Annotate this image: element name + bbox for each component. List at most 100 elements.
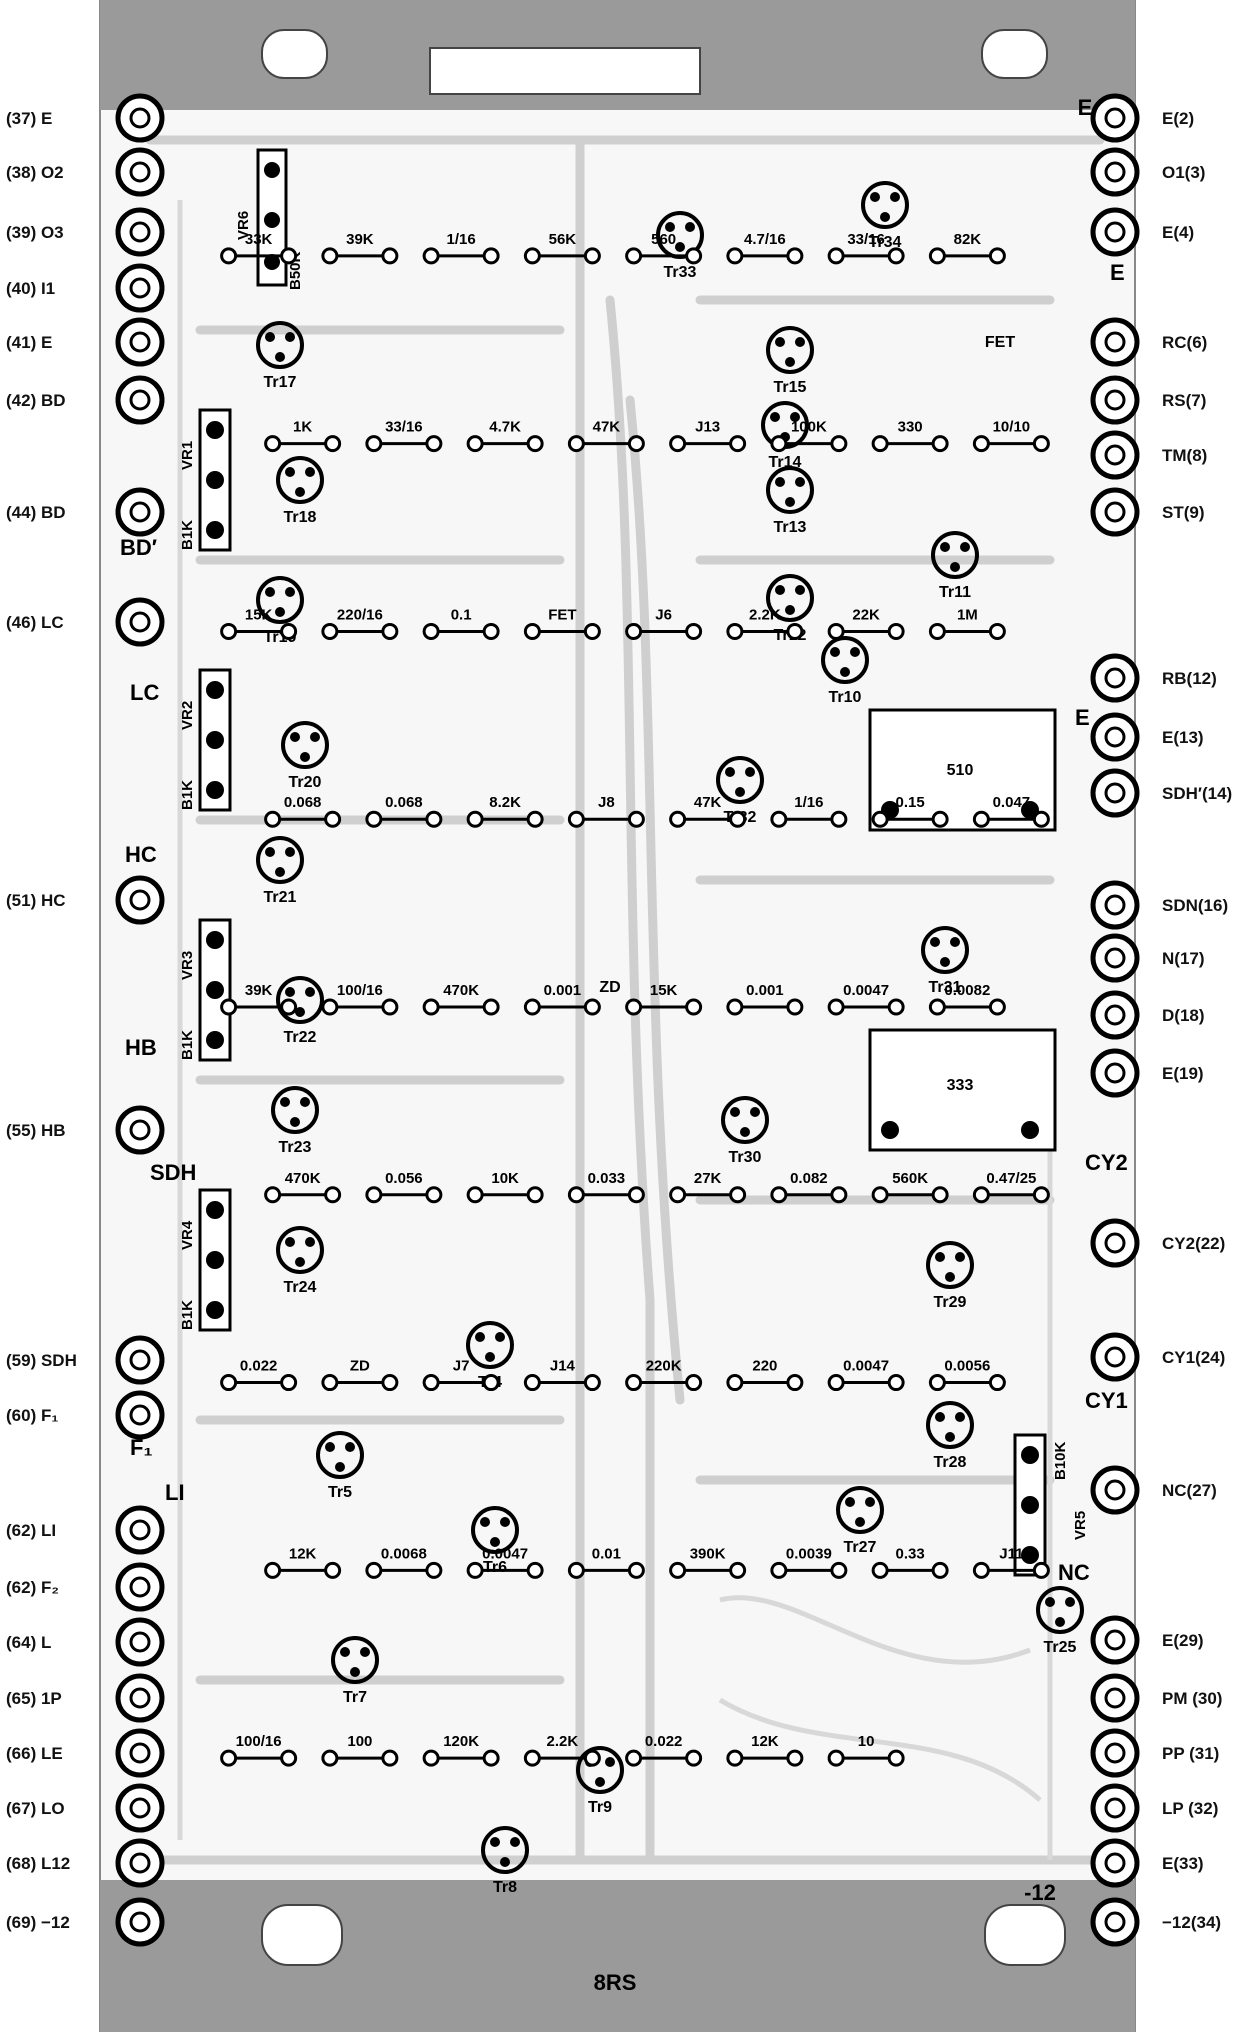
component: 0.068 xyxy=(264,794,342,828)
right-pin-hole xyxy=(1104,1346,1126,1368)
left-pin-label: (42) BD xyxy=(6,391,66,410)
left-pin-label: (38) O2 xyxy=(6,163,64,182)
component-pad xyxy=(567,1186,585,1204)
right-pin-label: E(2) xyxy=(1162,109,1194,128)
component-value: 0.082 xyxy=(790,1170,828,1187)
right-pin: CY2(22) xyxy=(1090,1218,1225,1268)
left-pin-hole xyxy=(129,161,151,183)
component-pad xyxy=(567,1561,585,1579)
component-value: 0.1 xyxy=(451,606,472,623)
right-pin-label: E(13) xyxy=(1162,728,1204,747)
transistor-lead xyxy=(785,497,795,507)
left-pin-hole xyxy=(129,1687,151,1709)
right-pin: E(4) xyxy=(1090,207,1194,257)
component: 0.33 xyxy=(871,1545,949,1579)
right-pin-hole xyxy=(1104,1479,1126,1501)
component: 2.2K xyxy=(523,1733,601,1767)
component: 0.001 xyxy=(523,982,601,1016)
transistor-body xyxy=(256,321,304,369)
left-pin: (39) O3 xyxy=(6,207,165,257)
transistor-lead xyxy=(945,1432,955,1442)
component: 15K xyxy=(220,606,298,640)
right-pin: E(13) xyxy=(1090,712,1204,762)
transistor-body xyxy=(271,1086,319,1134)
component-pad xyxy=(625,247,643,265)
transistor: Tr25 xyxy=(1036,1586,1084,1656)
component-value: 0.001 xyxy=(544,982,582,999)
component-pad xyxy=(770,810,788,828)
component-value: 15K xyxy=(245,606,273,623)
transistor-lead xyxy=(290,1117,300,1127)
component: J11 xyxy=(972,1545,1050,1579)
transistor-lead xyxy=(960,542,970,552)
right-pin-label: PM (30) xyxy=(1162,1689,1222,1708)
transistor-lead xyxy=(890,192,900,202)
component-pad xyxy=(931,1561,949,1579)
transistor-lead xyxy=(775,477,785,487)
component-pad xyxy=(726,998,744,1016)
transistor-lead xyxy=(795,337,805,347)
component: 120K xyxy=(422,1733,500,1767)
component-value: 82K xyxy=(954,231,982,248)
transistor: ZD xyxy=(599,979,620,996)
component-pad xyxy=(425,1186,443,1204)
component-pad xyxy=(567,435,585,453)
component-pad xyxy=(972,810,990,828)
component-value: 2.2K xyxy=(547,1733,579,1750)
component: 390K xyxy=(669,1545,747,1579)
component: 1/16 xyxy=(422,231,500,265)
right-pin-label: CY2(22) xyxy=(1162,1234,1225,1253)
transistor-lead xyxy=(770,412,780,422)
component-value: J14 xyxy=(550,1358,576,1375)
component-pad xyxy=(786,998,804,1016)
component-pad xyxy=(482,622,500,640)
component-pad xyxy=(625,998,643,1016)
component: J7 xyxy=(422,1358,500,1392)
component-pad xyxy=(381,247,399,265)
right-pin-label: CY1(24) xyxy=(1162,1348,1225,1367)
vr5-ref: VR5 xyxy=(1072,1511,1089,1540)
component-pad xyxy=(425,435,443,453)
transistor-label: ZD xyxy=(599,979,620,996)
right-pin: D(18) xyxy=(1090,990,1205,1040)
label-hb: HB xyxy=(125,1035,157,1060)
transistor-label: Tr22 xyxy=(284,1029,317,1046)
component-pad xyxy=(425,810,443,828)
transistor-body xyxy=(766,574,814,622)
component-value: J7 xyxy=(453,1358,470,1375)
right-pin-label: ST(9) xyxy=(1162,503,1205,522)
transistor-lead xyxy=(500,1517,510,1527)
transistor-body xyxy=(716,756,764,804)
transistor: Tr23 xyxy=(271,1086,319,1156)
transistor-lead xyxy=(510,1837,520,1847)
component-pad xyxy=(264,1186,282,1204)
transistor-label: Tr28 xyxy=(934,1454,967,1471)
component-pad xyxy=(685,247,703,265)
right-pin-label: RC(6) xyxy=(1162,333,1207,352)
component-value: 220K xyxy=(646,1358,682,1375)
ic-333: 333 xyxy=(868,1028,1057,1152)
component-pad xyxy=(625,1749,643,1767)
transistor-lead xyxy=(950,562,960,572)
transistor-lead xyxy=(940,957,950,967)
component-pad xyxy=(523,998,541,1016)
component-pad xyxy=(669,1561,687,1579)
transistor-lead xyxy=(285,987,295,997)
right-pin-hole xyxy=(1104,501,1126,523)
left-pin-label: (66) LE xyxy=(6,1744,63,1763)
right-pin: PM (30) xyxy=(1090,1673,1222,1723)
vr3-ref: VR3 xyxy=(179,951,196,980)
transistor-body xyxy=(766,326,814,374)
transistor-label: Tr27 xyxy=(844,1539,877,1556)
component-pad xyxy=(827,998,845,1016)
transistor-label: Tr31 xyxy=(929,979,962,996)
component: 0.01 xyxy=(567,1545,645,1579)
component: 10K xyxy=(466,1170,544,1204)
right-pin: CY1(24) xyxy=(1090,1332,1225,1382)
transistor-lead xyxy=(785,605,795,615)
left-pin: (60) F₁ xyxy=(6,1390,165,1440)
right-pin-label: SDN(16) xyxy=(1162,896,1228,915)
component: 0.082 xyxy=(770,1170,848,1204)
left-pin: (64) L xyxy=(6,1617,165,1667)
left-pin-label: (62) LI xyxy=(6,1521,56,1540)
